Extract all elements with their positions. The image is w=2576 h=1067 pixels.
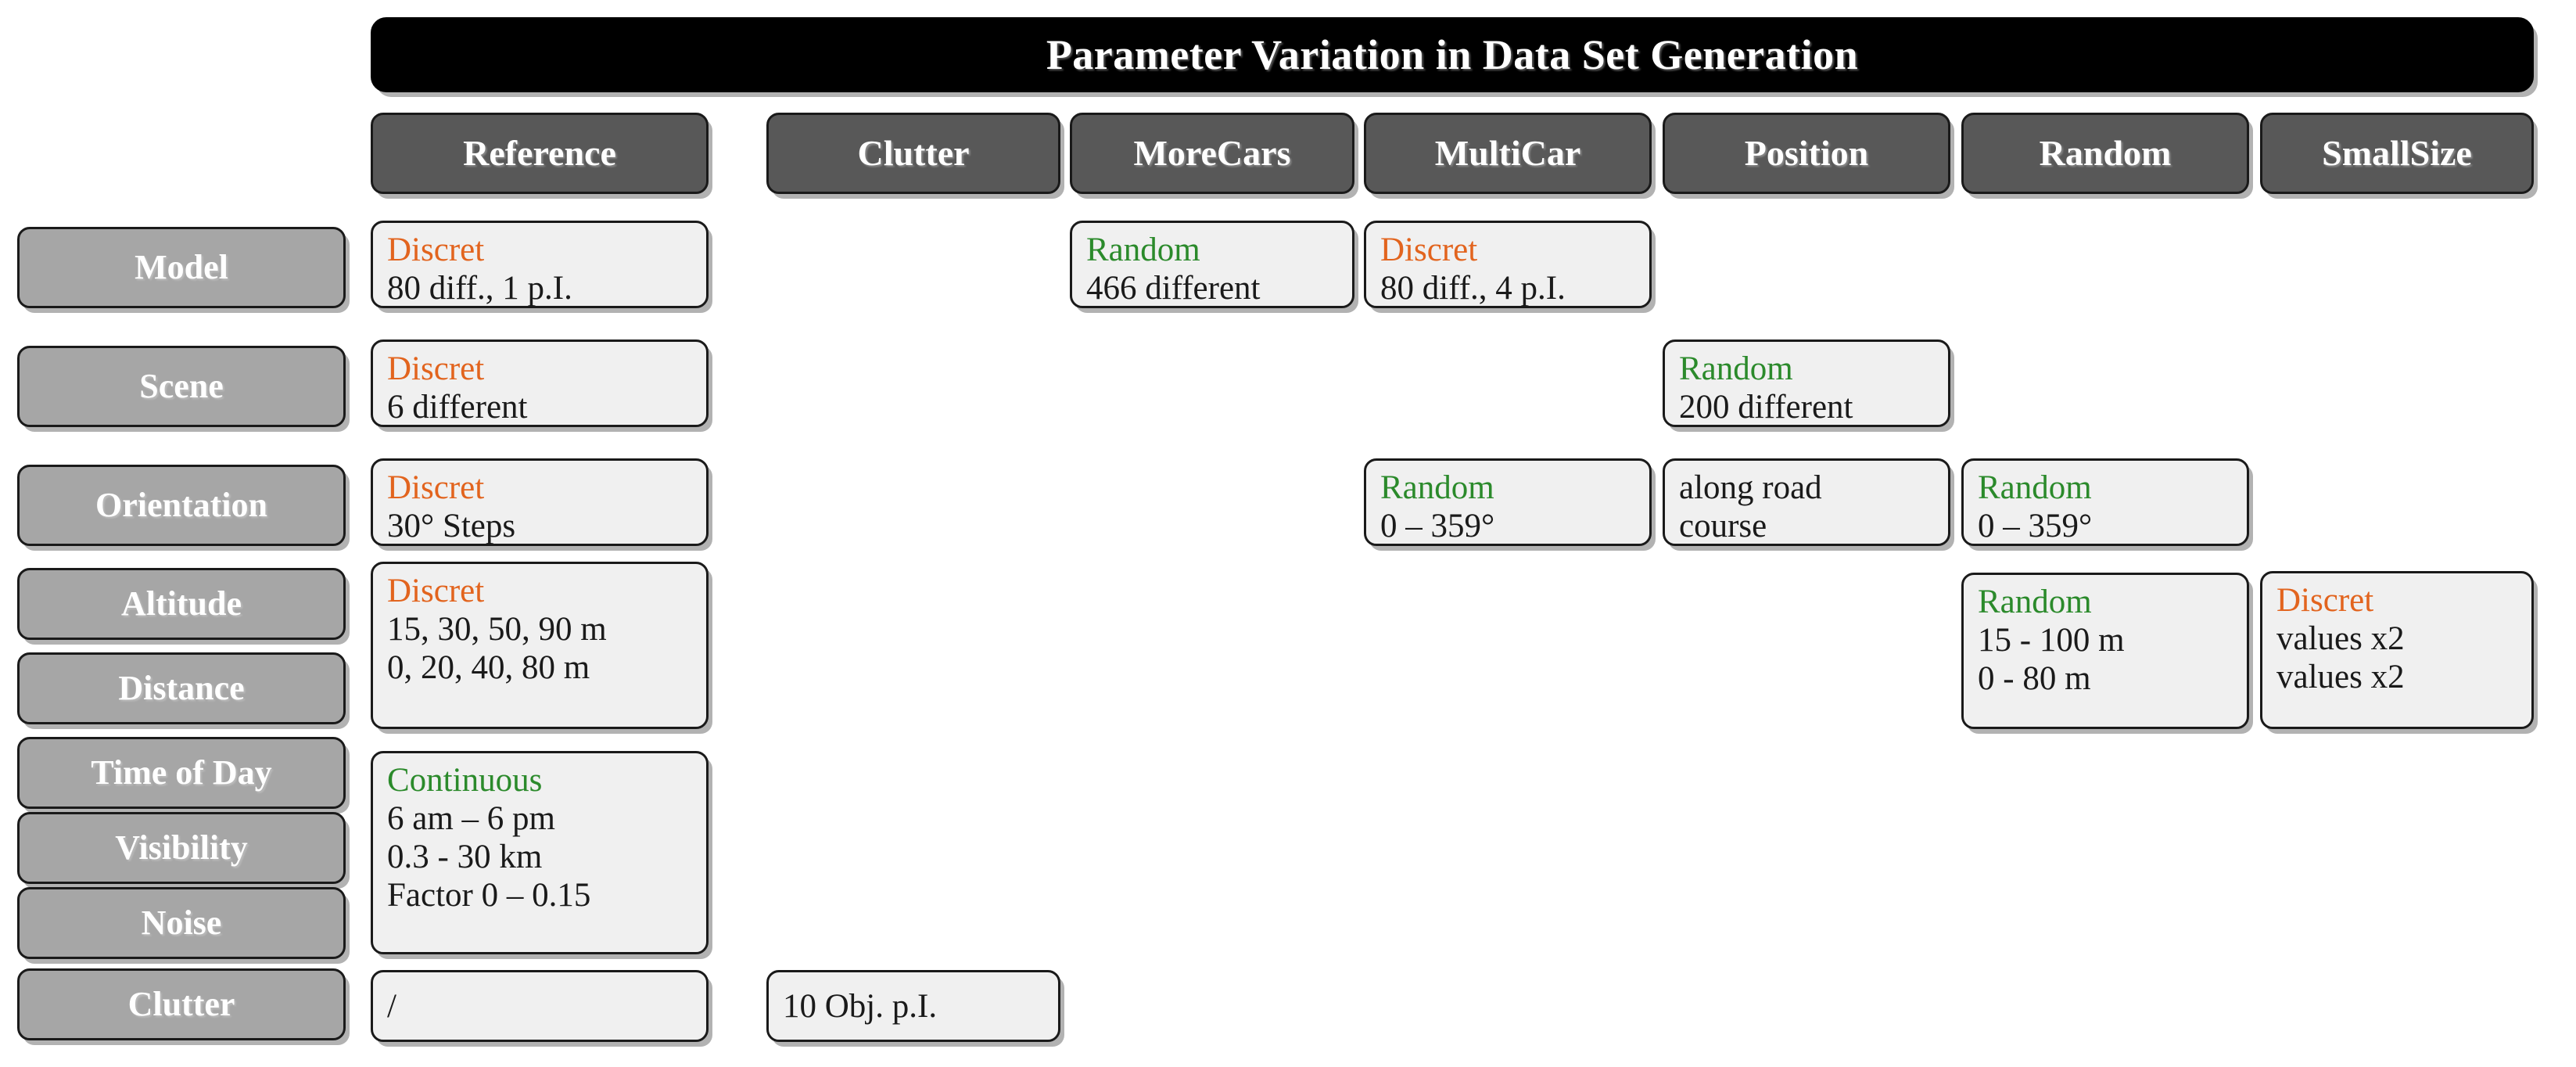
cell-kind-label: Discret [387, 573, 485, 609]
cell-line: 0 - 80 m [1978, 660, 2091, 698]
page-title: Parameter Variation in Data Set Generati… [1046, 31, 1859, 78]
row-label-text: Distance [118, 669, 245, 707]
row-label-distance[interactable]: Distance [17, 652, 346, 724]
cell-scene-reference[interactable]: Discret 6 different [371, 340, 709, 427]
cell-kind-label: Continuous [387, 762, 543, 799]
row-label-text: Clutter [127, 985, 235, 1023]
cell-kind-label: Discret [1380, 232, 1478, 268]
cell-kind-label: Random [1978, 584, 2092, 620]
cell-line: 200 different [1679, 389, 1853, 426]
row-label-model[interactable]: Model [17, 227, 346, 308]
cell-line: along road [1679, 469, 1822, 506]
row-label-scene[interactable]: Scene [17, 346, 346, 427]
page-title-bar: Parameter Variation in Data Set Generati… [371, 17, 2534, 92]
cell-line: 15 - 100 m [1978, 622, 2125, 659]
column-header-label: MultiCar [1434, 133, 1581, 173]
cell-line: values x2 [2276, 620, 2405, 658]
cell-kind-label: Discret [387, 232, 485, 268]
row-label-text: Noise [141, 904, 222, 942]
cell-line: 6 am – 6 pm [387, 800, 555, 838]
cell-line: 30° Steps [387, 508, 516, 545]
cell-line: 6 different [387, 389, 528, 426]
row-label-text: Visibility [115, 828, 248, 867]
cell-kind-label: Random [1086, 232, 1200, 268]
cell-kind-label: Discret [2276, 582, 2374, 619]
column-header-morecars[interactable]: MoreCars [1070, 113, 1354, 194]
column-header-label: Clutter [857, 133, 970, 173]
row-label-text: Altitude [121, 584, 242, 623]
column-header-label: SmallSize [2322, 133, 2472, 173]
cell-line: 15, 30, 50, 90 m [387, 611, 607, 648]
cell-line: / [387, 988, 396, 1026]
cell-clutter-clutter[interactable]: 10 Obj. p.I. [766, 970, 1060, 1042]
cell-line: values x2 [2276, 659, 2405, 696]
column-header-clutter[interactable]: Clutter [766, 113, 1060, 194]
row-label-altitude[interactable]: Altitude [17, 568, 346, 640]
cell-kind-label: Random [1978, 469, 2092, 506]
cell-environment-reference[interactable]: Continuous 6 am – 6 pm 0.3 - 30 km Facto… [371, 751, 709, 954]
cell-kind-label: Random [1679, 350, 1793, 387]
row-label-orientation[interactable]: Orientation [17, 465, 346, 546]
column-header-label: Reference [463, 133, 616, 173]
cell-line: 0.3 - 30 km [387, 839, 543, 876]
row-label-text: Orientation [95, 486, 267, 524]
cell-clutter-reference[interactable]: / [371, 970, 709, 1042]
row-label-time-of-day[interactable]: Time of Day [17, 737, 346, 809]
column-header-position[interactable]: Position [1663, 113, 1950, 194]
column-header-reference[interactable]: Reference [371, 113, 709, 194]
cell-line: 0, 20, 40, 80 m [387, 649, 590, 687]
cell-line: 466 different [1086, 270, 1261, 307]
column-header-label: Random [2039, 133, 2172, 173]
cell-kind-label: Random [1380, 469, 1494, 506]
cell-model-reference[interactable]: Discret 80 diff., 1 p.I. [371, 221, 709, 308]
cell-kind-label: Discret [387, 350, 485, 387]
cell-scene-position[interactable]: Random 200 different [1663, 340, 1950, 427]
cell-kind-label: Discret [387, 469, 485, 506]
cell-line: 10 Obj. p.I. [783, 988, 938, 1026]
row-label-clutter[interactable]: Clutter [17, 968, 346, 1040]
cell-line: Factor 0 – 0.15 [387, 877, 591, 914]
cell-altitude-distance-reference[interactable]: Discret 15, 30, 50, 90 m 0, 20, 40, 80 m [371, 562, 709, 729]
row-label-text: Model [135, 248, 228, 286]
cell-orientation-random[interactable]: Random 0 – 359° [1961, 458, 2249, 546]
cell-line: 0 – 359° [1380, 508, 1495, 545]
cell-altitude-distance-random[interactable]: Random 15 - 100 m 0 - 80 m [1961, 573, 2249, 729]
row-label-text: Time of Day [91, 753, 272, 792]
cell-altitude-distance-smallsize[interactable]: Discret values x2 values x2 [2260, 571, 2534, 729]
cell-model-multicar[interactable]: Discret 80 diff., 4 p.I. [1364, 221, 1652, 308]
column-header-label: MoreCars [1133, 133, 1291, 173]
column-header-multicar[interactable]: MultiCar [1364, 113, 1652, 194]
cell-line: 0 – 359° [1978, 508, 2093, 545]
cell-line: course [1679, 508, 1767, 545]
cell-line: 80 diff., 4 p.I. [1380, 270, 1566, 307]
row-label-noise[interactable]: Noise [17, 887, 346, 959]
row-label-text: Scene [139, 367, 224, 405]
cell-orientation-reference[interactable]: Discret 30° Steps [371, 458, 709, 546]
column-header-random[interactable]: Random [1961, 113, 2249, 194]
cell-model-morecars[interactable]: Random 466 different [1070, 221, 1354, 308]
cell-line: 80 diff., 1 p.I. [387, 270, 572, 307]
cell-orientation-position[interactable]: along road course [1663, 458, 1950, 546]
column-header-smallsize[interactable]: SmallSize [2260, 113, 2534, 194]
cell-orientation-multicar[interactable]: Random 0 – 359° [1364, 458, 1652, 546]
row-label-visibility[interactable]: Visibility [17, 812, 346, 884]
column-header-label: Position [1744, 133, 1869, 173]
